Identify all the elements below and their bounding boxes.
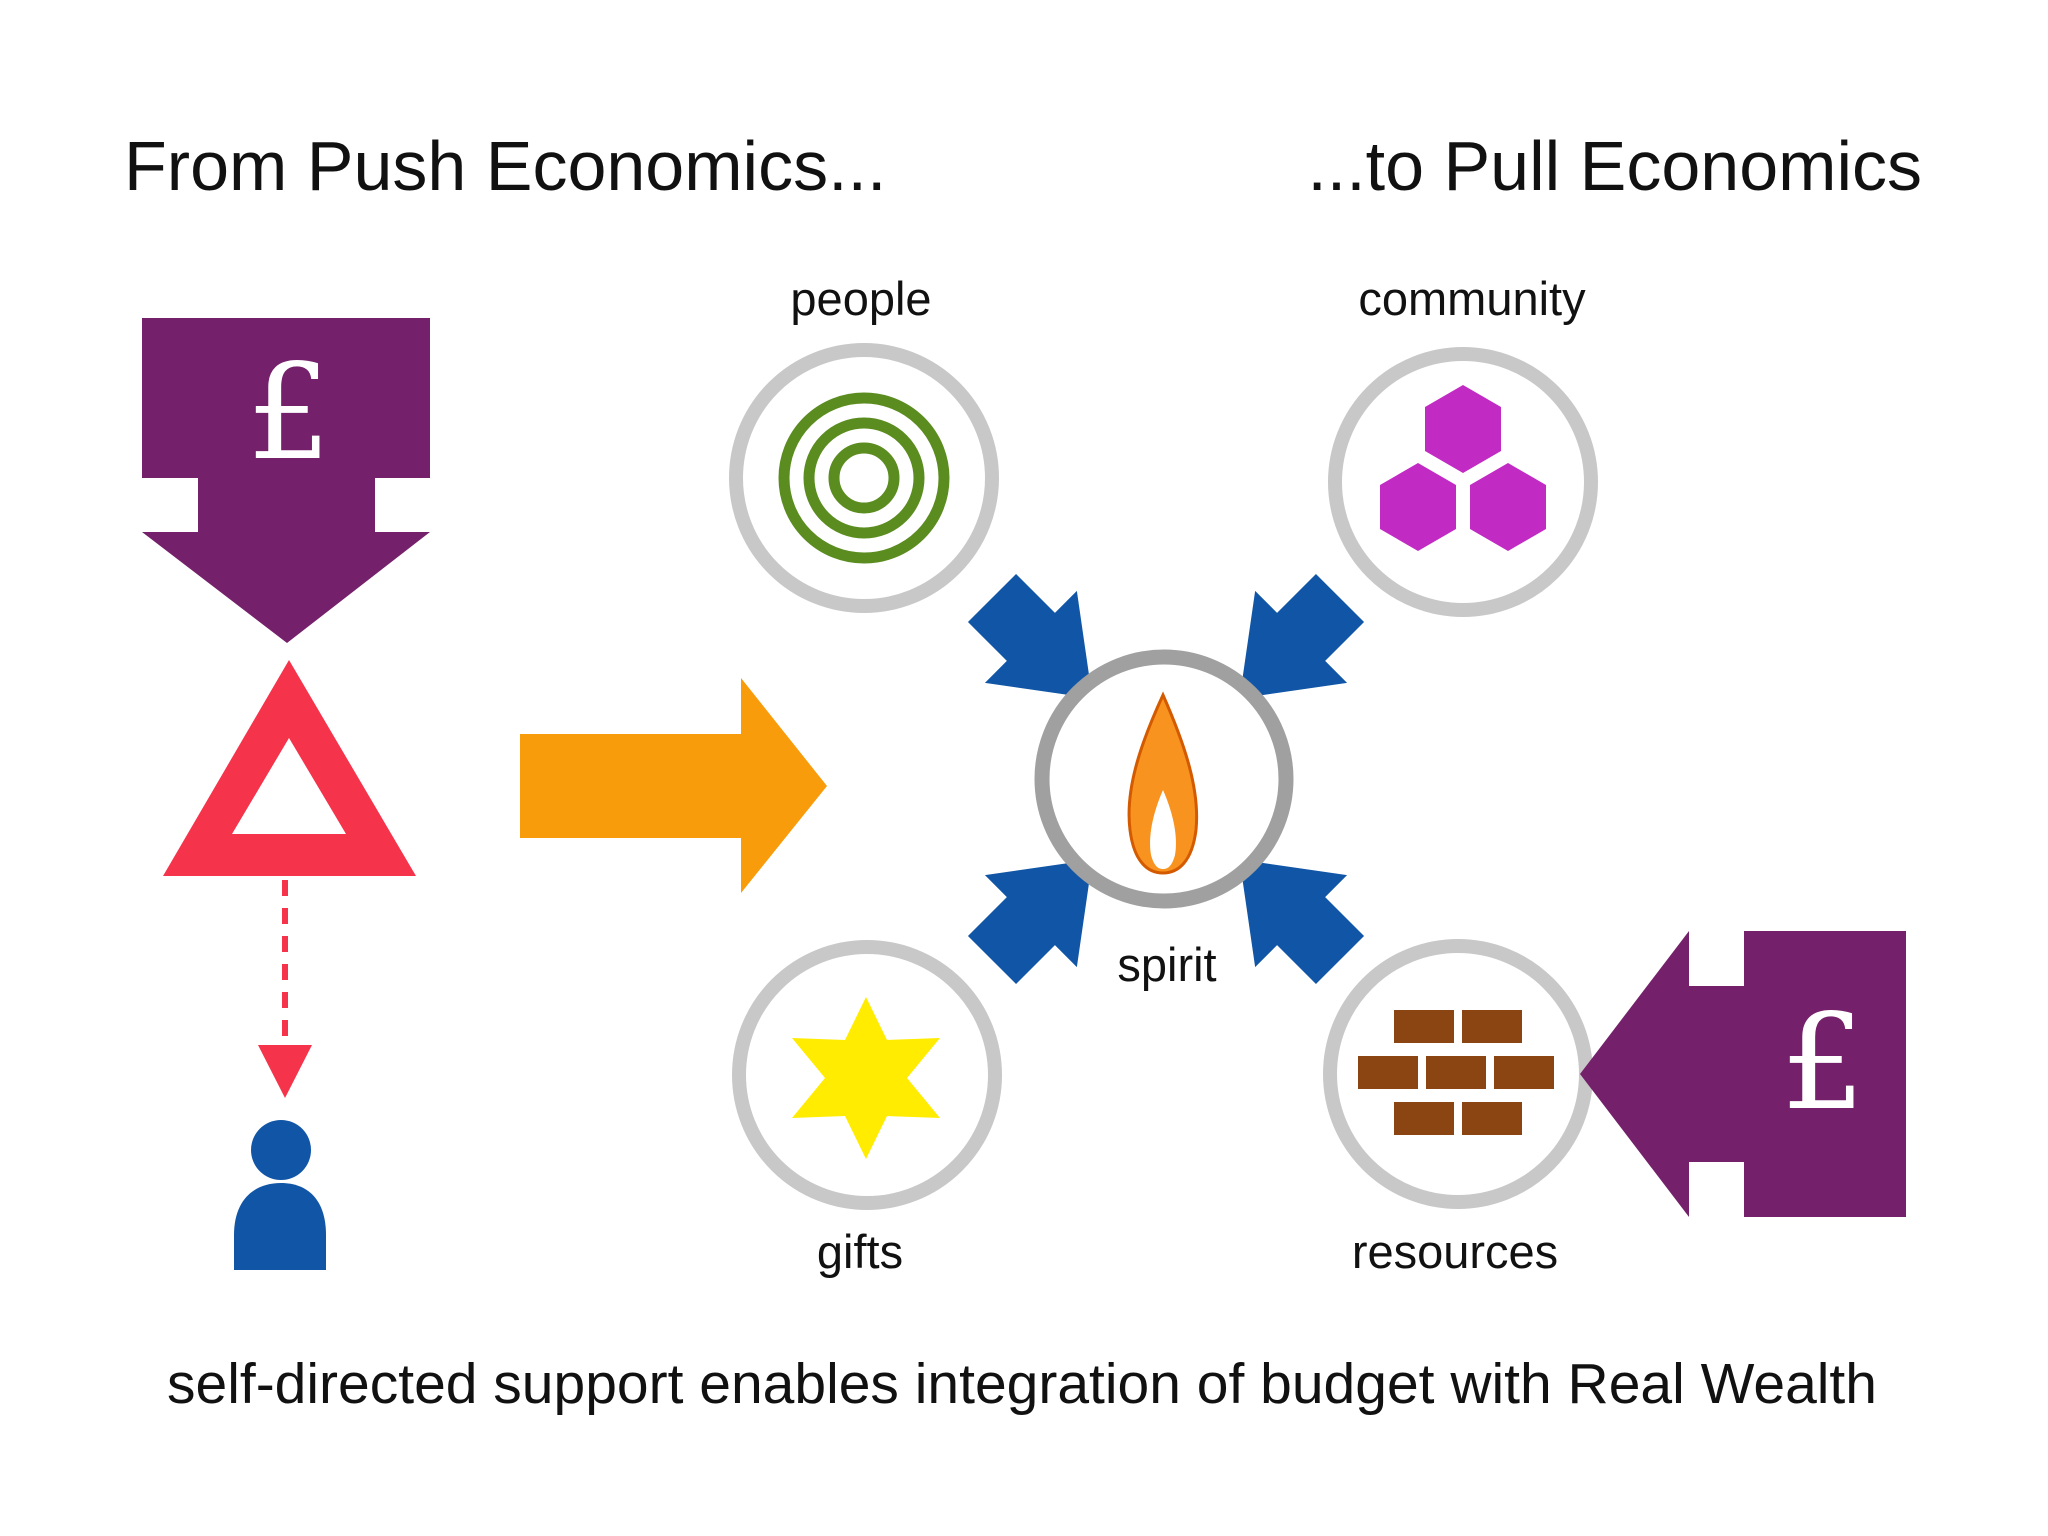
push-money-arrow: £ xyxy=(142,318,430,643)
people-ring xyxy=(729,343,999,613)
label-spirit: spirit xyxy=(1117,938,1216,991)
inflow-arrows xyxy=(967,573,1365,985)
arrow-community-to-spirit xyxy=(1239,573,1365,699)
label-community: community xyxy=(1358,272,1586,325)
community-ring xyxy=(1328,347,1598,617)
warning-triangle-icon xyxy=(163,660,416,876)
transition-arrow xyxy=(520,678,827,893)
arrow-resources-to-spirit xyxy=(1239,859,1365,985)
concentric-rings-icon xyxy=(778,392,950,564)
hexagon-cluster-icon xyxy=(1380,385,1546,551)
caption: self-directed support enables integratio… xyxy=(167,1352,1877,1416)
flame-icon xyxy=(1127,691,1199,875)
label-gifts: gifts xyxy=(817,1225,903,1278)
arrow-people-to-spirit xyxy=(967,573,1093,699)
label-resources: resources xyxy=(1352,1225,1558,1278)
pound-icon: £ xyxy=(247,336,331,490)
star-icon xyxy=(792,997,940,1159)
arrow-gifts-to-spirit xyxy=(967,859,1093,985)
title-push: From Push Economics... xyxy=(124,127,886,205)
label-people: people xyxy=(790,272,931,325)
pull-money-arrow: £ xyxy=(1580,931,1906,1217)
person-icon xyxy=(234,1120,326,1270)
title-pull: ...to Pull Economics xyxy=(1307,127,1922,205)
brick-wall-icon xyxy=(1358,1010,1554,1135)
dashed-down-arrow xyxy=(258,880,312,1098)
pound-icon-right: £ xyxy=(1781,986,1865,1140)
